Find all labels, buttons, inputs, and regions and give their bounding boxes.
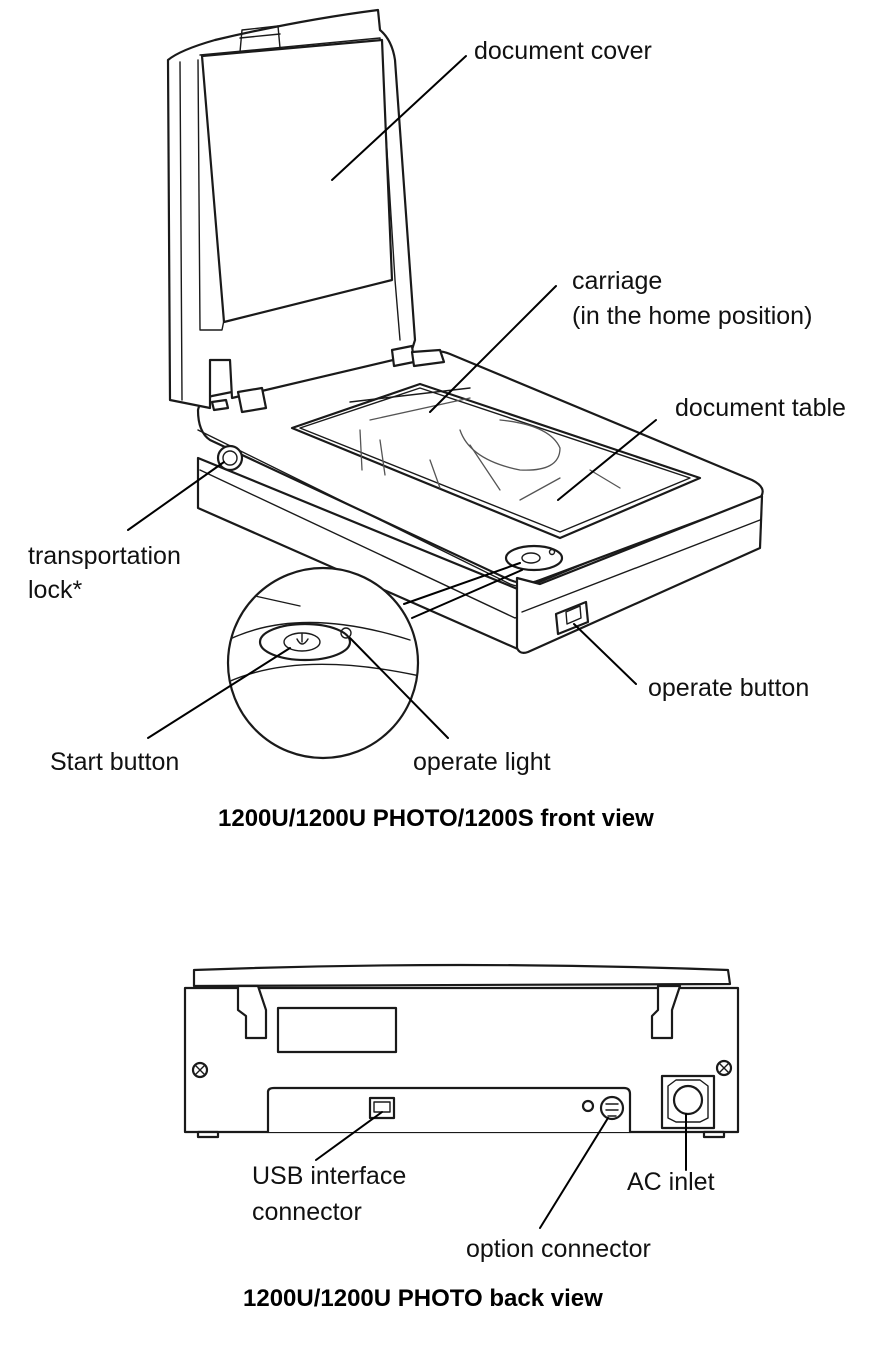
label-carriage-position: (in the home position) [572, 302, 813, 330]
label-operate-button: operate button [648, 674, 810, 702]
label-usb-connector: connector [252, 1198, 362, 1226]
document-cover-pad [200, 38, 394, 324]
option-connector [599, 1095, 625, 1121]
transportation-lock [216, 444, 244, 472]
leader-document-cover [331, 55, 467, 181]
screw-icon [715, 1059, 733, 1077]
power-icon [296, 633, 309, 645]
label-option-connector: option connector [466, 1235, 651, 1263]
label-ac-inlet: AC inlet [627, 1168, 715, 1196]
leader-operate-light [349, 637, 449, 739]
screw-icon [191, 1061, 209, 1079]
cover-hinge-left [236, 386, 268, 414]
label-document-table: document table [675, 394, 846, 422]
leader-option-connector [539, 1117, 609, 1229]
caption-front-view: 1200U/1200U PHOTO/1200S front view [218, 805, 654, 832]
operate-light-zoom [340, 627, 352, 639]
label-document-cover: document cover [474, 37, 652, 65]
back-view-illustration [183, 963, 740, 1229]
leader-usb [315, 1111, 383, 1161]
label-carriage: carriage [572, 267, 663, 295]
connector-panel [266, 1086, 632, 1134]
cover-hinge-right [390, 344, 416, 368]
leader-carriage [429, 285, 557, 413]
leader-start-button [147, 647, 291, 739]
leader-operate-button [573, 623, 637, 685]
label-transportation-lock: transportation [28, 542, 181, 570]
label-start-button: Start button [50, 748, 180, 776]
back-top-lid [192, 963, 732, 988]
label-usb-interface: USB interface [252, 1162, 407, 1190]
carriage [349, 387, 471, 403]
front-view-illustration [127, 8, 764, 760]
zoom-detail-circle [226, 566, 420, 760]
leader-document-table [557, 419, 657, 501]
label-operate-light: operate light [413, 748, 551, 776]
usb-connector [368, 1096, 396, 1120]
label-transportation-lock-2: lock* [28, 576, 83, 604]
label-plate [276, 1006, 398, 1054]
leader-transportation-lock [127, 461, 225, 531]
caption-back-view: 1200U/1200U PHOTO back view [243, 1285, 603, 1312]
